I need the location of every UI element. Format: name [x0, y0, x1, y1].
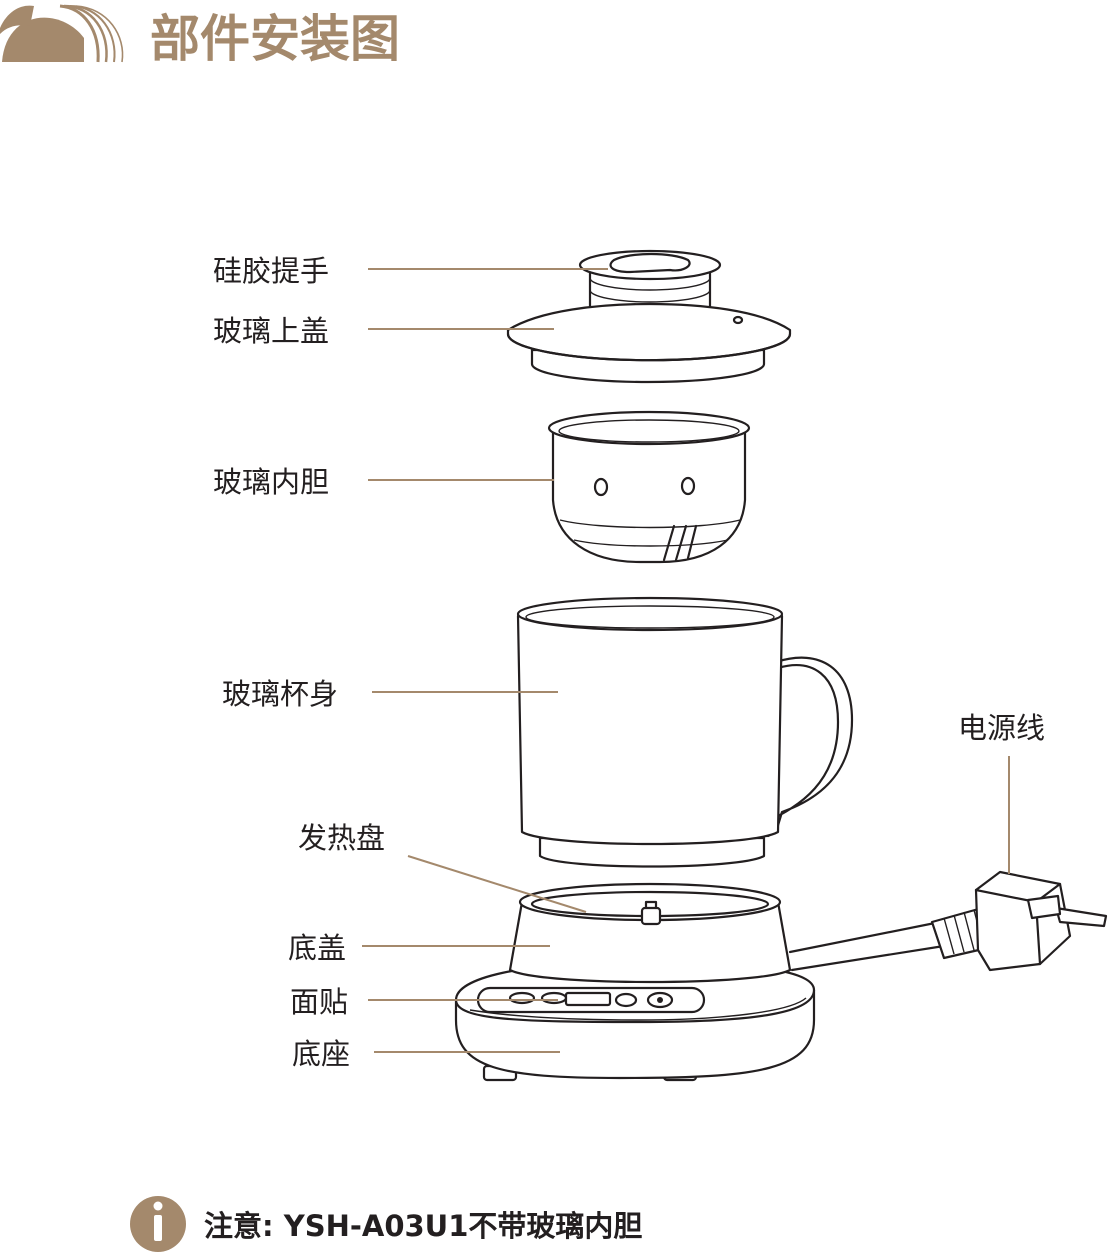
label-base-cover: 底盖 [288, 931, 346, 965]
label-silicone-handle: 硅胶提手 [213, 254, 329, 288]
footer-note: 注意: YSH-A03U1不带玻璃内胆 [204, 1209, 642, 1243]
glass-mug-body-part [516, 596, 854, 868]
label-heating-plate: 发热盘 [298, 821, 385, 855]
arc-logo-icon [0, 4, 124, 63]
label-glass-lid: 玻璃上盖 [213, 314, 329, 348]
label-panel-sticker: 面贴 [290, 985, 348, 1019]
label-power-cord: 电源线 [958, 711, 1045, 745]
label-base-seat: 底座 [292, 1037, 350, 1071]
label-glass-liner: 玻璃内胆 [213, 465, 329, 499]
info-icon [130, 1196, 186, 1252]
leader-heating-plate [407, 855, 587, 913]
base-cover-part [508, 882, 792, 984]
glass-liner-part [547, 410, 751, 564]
label-glass-body: 玻璃杯身 [222, 677, 338, 711]
glass-lid-part [506, 302, 792, 384]
page-title: 部件安装图 [150, 10, 400, 68]
power-cord-part [788, 870, 1108, 972]
